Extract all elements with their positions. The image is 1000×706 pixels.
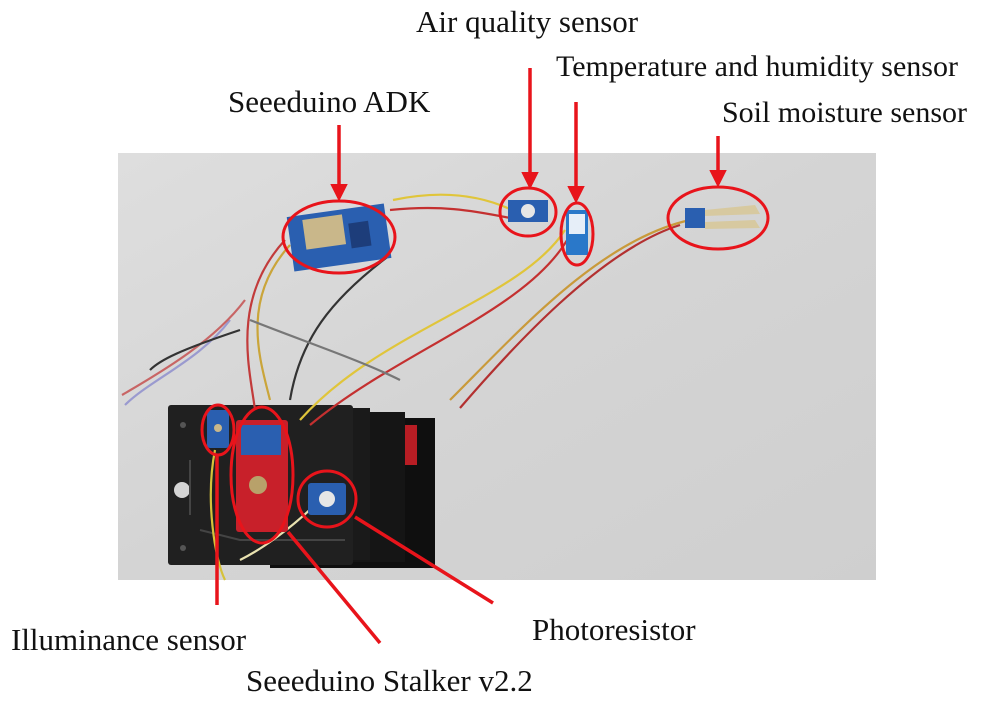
temp-humidity-board <box>566 210 588 255</box>
label-temp-humidity-sensor: Temperature and humidity sensor <box>556 50 958 83</box>
label-seeeduino-adk: Seeeduino ADK <box>228 84 431 119</box>
soil-moisture-board <box>685 205 760 229</box>
photoresistor-board <box>308 483 346 515</box>
label-soil-moisture-sensor: Soil moisture sensor <box>722 96 967 129</box>
label-air-quality-sensor: Air quality sensor <box>416 4 639 39</box>
air-quality-board <box>508 200 548 222</box>
label-seeeduino-stalker: Seeeduino Stalker v2.2 <box>246 663 533 698</box>
stalker-board <box>236 420 288 532</box>
highlight-stalker <box>229 405 295 545</box>
label-illuminance-sensor: Illuminance sensor <box>11 622 247 657</box>
illuminance-board <box>207 410 229 448</box>
annotation-arrows <box>215 68 727 645</box>
label-photoresistor: Photoresistor <box>532 612 696 647</box>
arrow-stalker <box>286 530 382 645</box>
adk-board <box>286 203 392 272</box>
highlight-photoresistor <box>296 469 358 529</box>
arrow-photoresistor <box>354 515 494 605</box>
